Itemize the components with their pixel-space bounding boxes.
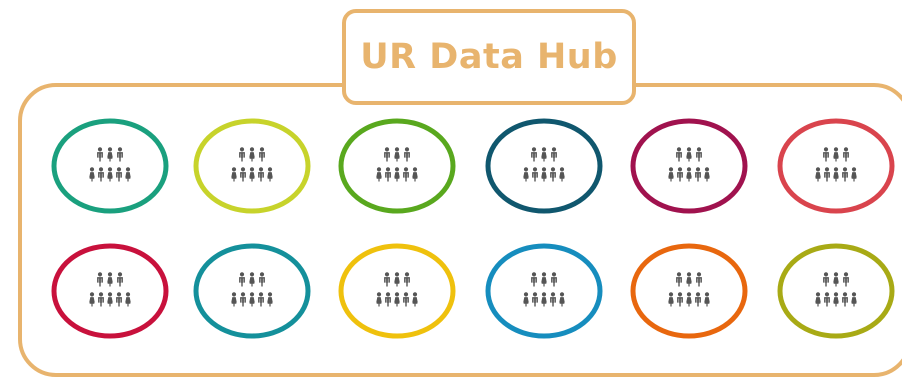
group-circle-r2-c3 bbox=[338, 243, 456, 339]
group-ring bbox=[193, 118, 311, 214]
group-circle-r2-c4 bbox=[485, 243, 603, 339]
group-ring bbox=[485, 118, 603, 214]
hub-title: UR Data Hub bbox=[360, 37, 618, 77]
group-ring bbox=[193, 243, 311, 339]
group-circle-r1-c6 bbox=[777, 118, 895, 214]
group-ring bbox=[485, 243, 603, 339]
group-ring bbox=[630, 243, 748, 339]
group-circle-r1-c2 bbox=[193, 118, 311, 214]
hub-title-box: UR Data Hub bbox=[342, 9, 636, 105]
group-circle-r1-c5 bbox=[630, 118, 748, 214]
group-ring bbox=[51, 118, 169, 214]
group-ring bbox=[777, 118, 895, 214]
group-circle-r2-c5 bbox=[630, 243, 748, 339]
group-ring bbox=[338, 243, 456, 339]
group-circle-r1-c4 bbox=[485, 118, 603, 214]
group-ring bbox=[51, 243, 169, 339]
group-circle-r1-c1 bbox=[51, 118, 169, 214]
groups-grid bbox=[51, 118, 895, 339]
hub-container-frame bbox=[18, 83, 902, 377]
group-ring bbox=[338, 118, 456, 214]
group-circle-r2-c2 bbox=[193, 243, 311, 339]
group-circle-r2-c6 bbox=[777, 243, 895, 339]
group-ring bbox=[777, 243, 895, 339]
group-circle-r2-c1 bbox=[51, 243, 169, 339]
group-ring bbox=[630, 118, 748, 214]
group-circle-r1-c3 bbox=[338, 118, 456, 214]
